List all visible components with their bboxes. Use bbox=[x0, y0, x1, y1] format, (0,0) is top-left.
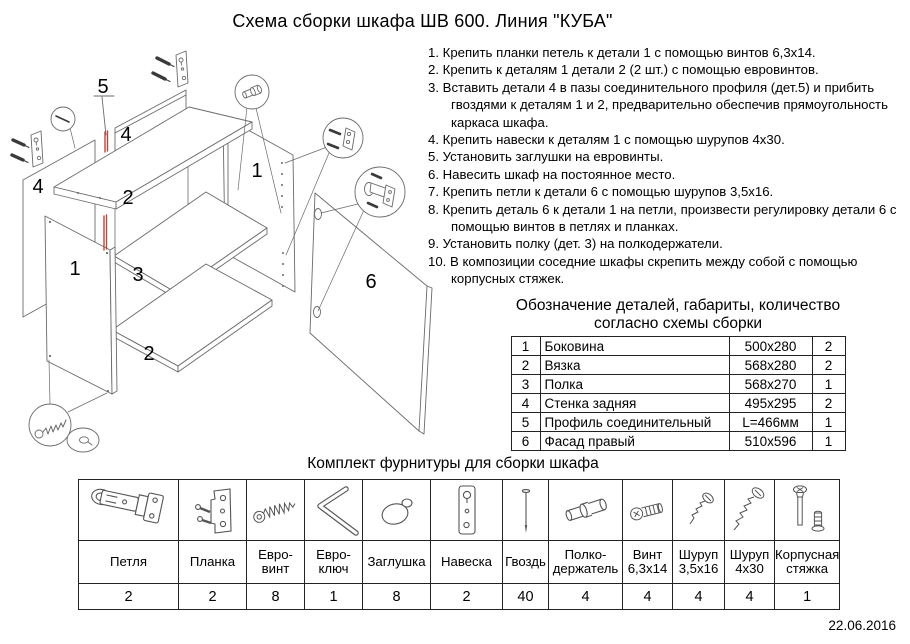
hardware-qty: 4 bbox=[672, 583, 725, 610]
diagram-label-profile: 5 bbox=[97, 76, 108, 98]
hardware-kit-section: Комплект фурнитуры для сборки шкафа bbox=[0, 455, 910, 610]
screw-top-icon bbox=[151, 56, 175, 82]
diagram-label-door: 6 bbox=[365, 271, 376, 293]
hardware-table: Петля Планка Евро- винт Евро- ключ Заглу… bbox=[78, 479, 841, 610]
parts-table-section: Обозначение деталей, габариты, количеств… bbox=[482, 297, 874, 451]
mounting-plate-icon bbox=[194, 488, 232, 534]
screw-left-icon bbox=[10, 138, 30, 163]
diagram-labels: 5 4 4 2 1 1 3 2 6 bbox=[32, 76, 376, 365]
hanger-plate-top bbox=[175, 50, 189, 88]
table-row: 5 Профиль соединительный L=466мм 1 bbox=[510, 412, 846, 432]
diagram-label-side-right: 1 bbox=[251, 160, 262, 182]
instruction-item-9: 9. Установить полку (дет. 3) на полкодер… bbox=[428, 236, 723, 252]
hardware-qty: 4 bbox=[622, 583, 673, 610]
instruction-item-4: 4. Крепить навески к деталям 1 с помощью… bbox=[428, 132, 785, 148]
side-panel-left bbox=[44, 215, 118, 395]
cabinet-bolt-icon bbox=[793, 485, 825, 532]
hinge-icon bbox=[90, 488, 164, 524]
hanger-plate-left bbox=[30, 130, 44, 168]
diagram-label-top-panel: 2 bbox=[122, 187, 133, 209]
callout-leader-lines bbox=[48, 106, 365, 413]
instruction-item-5: 5. Установить заглушки на евровинты. bbox=[428, 149, 664, 165]
hardware-label: Евро- винт bbox=[246, 540, 305, 584]
hardware-qty: 4 bbox=[548, 583, 623, 610]
table-row: 1 Боковина 500х280 2 bbox=[510, 336, 846, 356]
hardware-qty: 2 bbox=[178, 583, 247, 610]
table-row: 4 Стенка задняя 495х295 2 bbox=[510, 393, 846, 413]
instruction-item-10: 10. В композиции соседние шкафы скрепить… bbox=[428, 253, 858, 287]
diagram-label-back-left: 4 bbox=[32, 176, 43, 198]
diagram-label-side-left: 1 bbox=[69, 258, 80, 280]
parts-table-title: Обозначение деталей, габариты, количеств… bbox=[515, 297, 841, 332]
shelf-support-callout-icon bbox=[234, 74, 270, 110]
exploded-view-drawing: 5 4 4 2 1 1 3 2 6 bbox=[10, 50, 433, 453]
hardware-qty: 4 bbox=[724, 583, 775, 610]
shelf-support-icon bbox=[565, 498, 607, 521]
hardware-label: Заглушка bbox=[362, 540, 431, 584]
diagram-label-bottom-panel: 2 bbox=[143, 343, 154, 365]
hardware-qty: 40 bbox=[502, 583, 549, 610]
assembly-diagram: 5 4 4 2 1 1 3 2 6 bbox=[0, 40, 450, 470]
document-date: 22.06.2016 bbox=[828, 618, 896, 633]
hardware-labels-row: Петля Планка Евро- винт Евро- ключ Заглу… bbox=[78, 540, 841, 584]
door-panel bbox=[309, 192, 433, 435]
instruction-item-2: 2. Крепить к деталям 1 детали 2 (2 шт.) … bbox=[428, 62, 819, 78]
hardware-qty: 1 bbox=[304, 583, 363, 610]
hardware-kit-title: Комплект фурнитуры для сборки шкафа bbox=[307, 455, 599, 472]
instruction-item-1: 1. Крепить планки петель к детали 1 с по… bbox=[428, 45, 816, 60]
diagram-label-back-right: 4 bbox=[120, 124, 131, 146]
hardware-label: Винт 6,3х14 bbox=[622, 540, 673, 584]
hardware-qty: 8 bbox=[246, 583, 305, 610]
screw-4x30-icon bbox=[733, 487, 764, 531]
mounting-plate-callout-icon bbox=[322, 117, 364, 159]
nail-icon bbox=[521, 489, 530, 533]
hex-key-icon bbox=[316, 486, 359, 536]
profile-strip bbox=[103, 130, 109, 251]
hardware-icons-row bbox=[78, 479, 841, 541]
hardware-qty: 2 bbox=[430, 583, 503, 610]
parts-table: 1 Боковина 500х280 2 2 Вязка 568х280 2 3… bbox=[510, 336, 846, 451]
hardware-qty: 1 bbox=[773, 583, 841, 610]
instruction-item-3: 3. Вставить детали 4 в пазы соединительн… bbox=[428, 79, 888, 130]
bottom-panel bbox=[111, 263, 273, 373]
screw-6x14-icon bbox=[629, 503, 663, 521]
hardware-label: Планка bbox=[178, 540, 247, 584]
screw-35x16-icon bbox=[689, 492, 714, 525]
nail-callout-icon bbox=[50, 106, 76, 132]
instruction-list: 1. Крепить планки петель к детали 1 с по… bbox=[428, 44, 904, 288]
hardware-qty-row: 2 2 8 1 8 2 40 4 4 4 4 1 bbox=[78, 583, 841, 610]
instruction-item-8: 8. Крепить деталь 6 к детали 1 на петли,… bbox=[428, 201, 897, 235]
euro-screw-callout-icon bbox=[28, 403, 100, 453]
hardware-label: Шуруп 4х30 bbox=[724, 540, 775, 584]
table-row: 3 Полка 568х270 1 bbox=[510, 374, 846, 394]
hardware-label: Навеска bbox=[430, 540, 503, 584]
hardware-label: Шуруп 3,5х16 bbox=[672, 540, 725, 584]
hardware-label: Евро- ключ bbox=[304, 540, 363, 584]
euro-screw-icon bbox=[252, 501, 295, 523]
page-title: Схема сборки шкафа ШВ 600. Линия "КУБА" bbox=[232, 11, 613, 31]
diagram-label-shelf: 3 bbox=[132, 264, 143, 286]
side-panel-right bbox=[222, 115, 296, 293]
hinge-callout-icon bbox=[354, 166, 406, 218]
hardware-qty: 2 bbox=[78, 583, 179, 610]
hardware-qty: 8 bbox=[362, 583, 431, 610]
table-row: 6 Фасад правый 510х596 1 bbox=[510, 431, 846, 451]
instruction-item-7: 7. Крепить петли к детали 6 с помощью шу… bbox=[428, 184, 774, 200]
hardware-label: Корпусная стяжка bbox=[773, 540, 841, 584]
profile-label-leader bbox=[93, 95, 115, 136]
hardware-label: Петля bbox=[78, 540, 179, 584]
table-row: 2 Вязка 568х280 2 bbox=[510, 355, 846, 375]
hardware-label: Полко- держатель bbox=[548, 540, 623, 584]
hardware-label: Гвоздь bbox=[502, 540, 549, 584]
top-panel bbox=[53, 106, 253, 210]
instruction-item-6: 6. Навесить шкаф на постоянное место. bbox=[428, 166, 676, 182]
cap-icon bbox=[381, 498, 413, 525]
hanger-plate-icon bbox=[457, 485, 476, 535]
